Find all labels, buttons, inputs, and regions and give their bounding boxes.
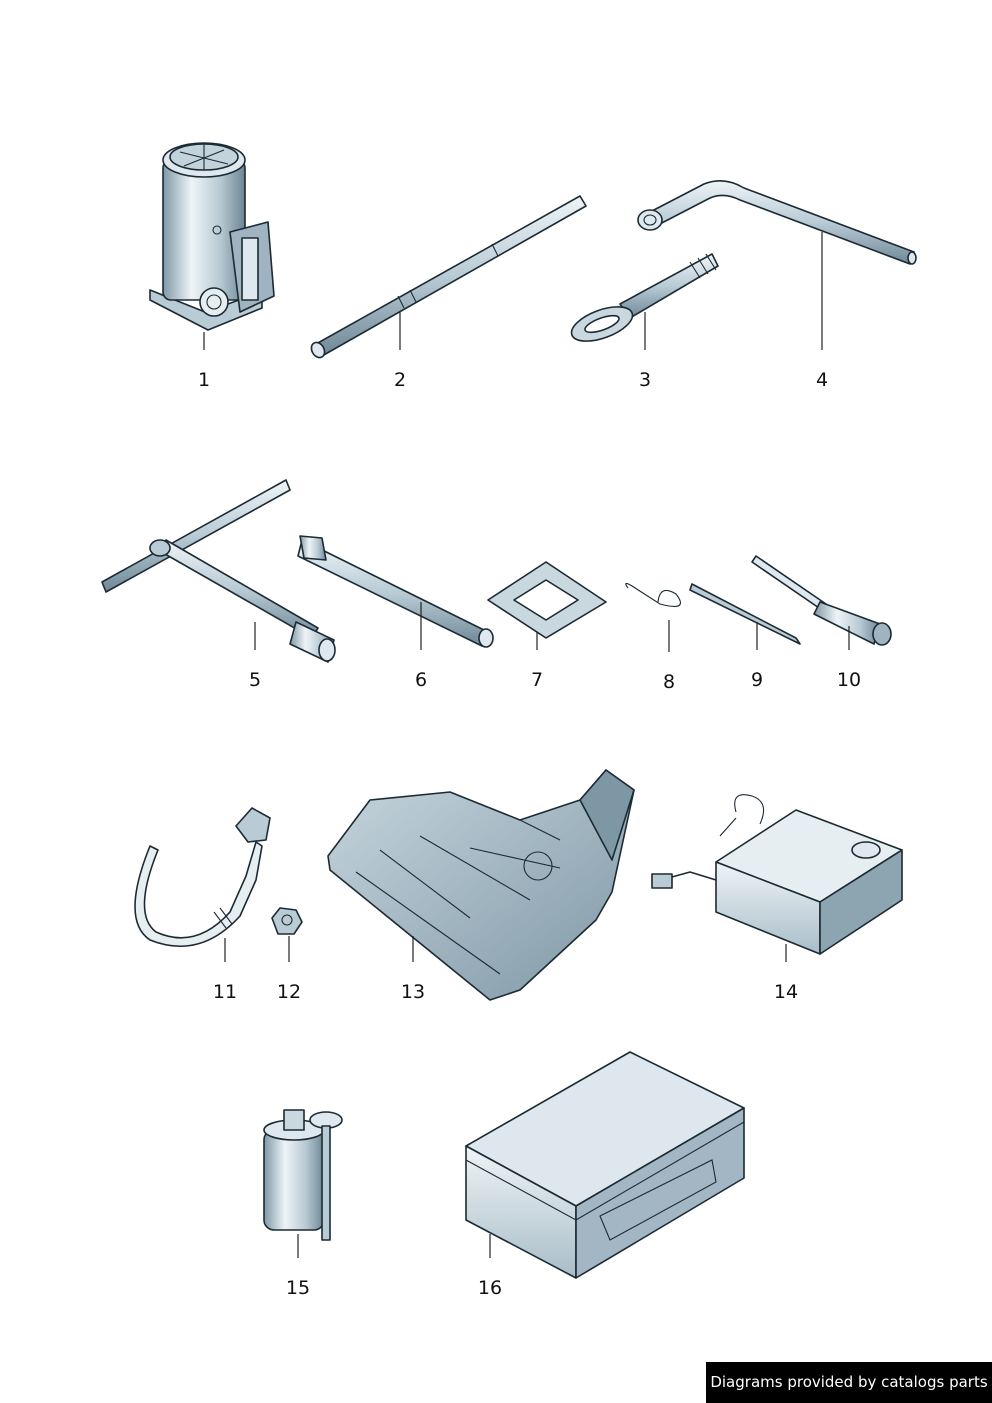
- part-label: 14: [774, 981, 798, 1003]
- part-8-hook[interactable]: [625, 582, 681, 607]
- part-14-compressor[interactable]: [651, 794, 903, 955]
- part-10-screwdriver[interactable]: [751, 555, 892, 646]
- part-11-strap[interactable]: [134, 807, 271, 947]
- part-label: 15: [286, 1277, 310, 1299]
- part-label: 10: [837, 669, 861, 691]
- footer-credit: Diagrams provided by catalogs parts: [706, 1362, 992, 1403]
- part-label: 7: [531, 669, 543, 691]
- part-label: 16: [478, 1277, 502, 1299]
- part-13-foam-tray[interactable]: [327, 769, 635, 1001]
- part-label: 1: [198, 369, 210, 391]
- part-label: 11: [213, 981, 237, 1003]
- part-2-extension-bar[interactable]: [309, 195, 587, 360]
- part-label: 3: [639, 369, 651, 391]
- part-9-valve-tool[interactable]: [689, 583, 801, 645]
- part-label: 6: [415, 669, 427, 691]
- part-label: 8: [663, 671, 675, 693]
- part-label: 9: [751, 669, 763, 691]
- part-label: 12: [277, 981, 301, 1003]
- part-12-clip[interactable]: [271, 907, 303, 935]
- part-7-adapter-plate[interactable]: [487, 561, 607, 639]
- part-5-t-handle-wrench[interactable]: [101, 479, 336, 663]
- part-3-towing-eye[interactable]: [567, 253, 719, 348]
- part-6-wheel-brace[interactable]: [297, 535, 494, 648]
- part-4-crank-handle[interactable]: [637, 180, 917, 265]
- part-label: 4: [816, 369, 828, 391]
- part-label: 5: [249, 669, 261, 691]
- part-15-sealant-bottle[interactable]: [263, 1109, 343, 1241]
- part-16-case[interactable]: [465, 1051, 745, 1279]
- part-label: 13: [401, 981, 425, 1003]
- part-1-bottle-jack[interactable]: [149, 142, 275, 331]
- part-label: 2: [394, 369, 406, 391]
